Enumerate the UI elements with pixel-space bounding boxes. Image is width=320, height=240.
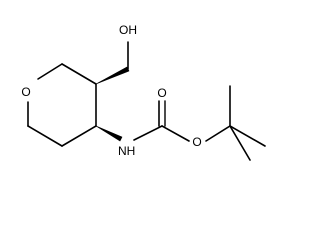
- bond-carbonyl-c-ester-o: [161, 125, 190, 142]
- ester-oxygen-label: O: [192, 135, 201, 149]
- bond-ester-o-quaternary-c: [205, 125, 231, 142]
- bond-tbu-methyl-down: [229, 125, 251, 161]
- ring-oxygen-label: O: [21, 85, 30, 99]
- bond-tbu-methyl-right: [229, 125, 266, 147]
- wedge-bond-c3-ch2: [95, 66, 130, 85]
- hydroxymethyl-group: [95, 41, 130, 85]
- pyran-ring: [27, 63, 97, 147]
- carbonyl-oxygen-label: O: [157, 86, 166, 100]
- hydroxyl-label: OH: [119, 23, 137, 37]
- bond-c5-c6: [27, 125, 63, 147]
- atom-labels: OH O NH O O: [21, 23, 201, 158]
- bond-c2-c3: [61, 63, 97, 85]
- bond-o-c2: [37, 63, 63, 80]
- molecule-structure: OH O NH O O: [21, 23, 266, 161]
- bond-n-carbonyl-c: [133, 125, 163, 141]
- wedge-bond-c4-n: [95, 125, 123, 142]
- carbamate-nh-label: NH: [118, 144, 135, 158]
- boc-carbamate-group: [95, 85, 266, 161]
- bond-c4-c5: [61, 125, 97, 147]
